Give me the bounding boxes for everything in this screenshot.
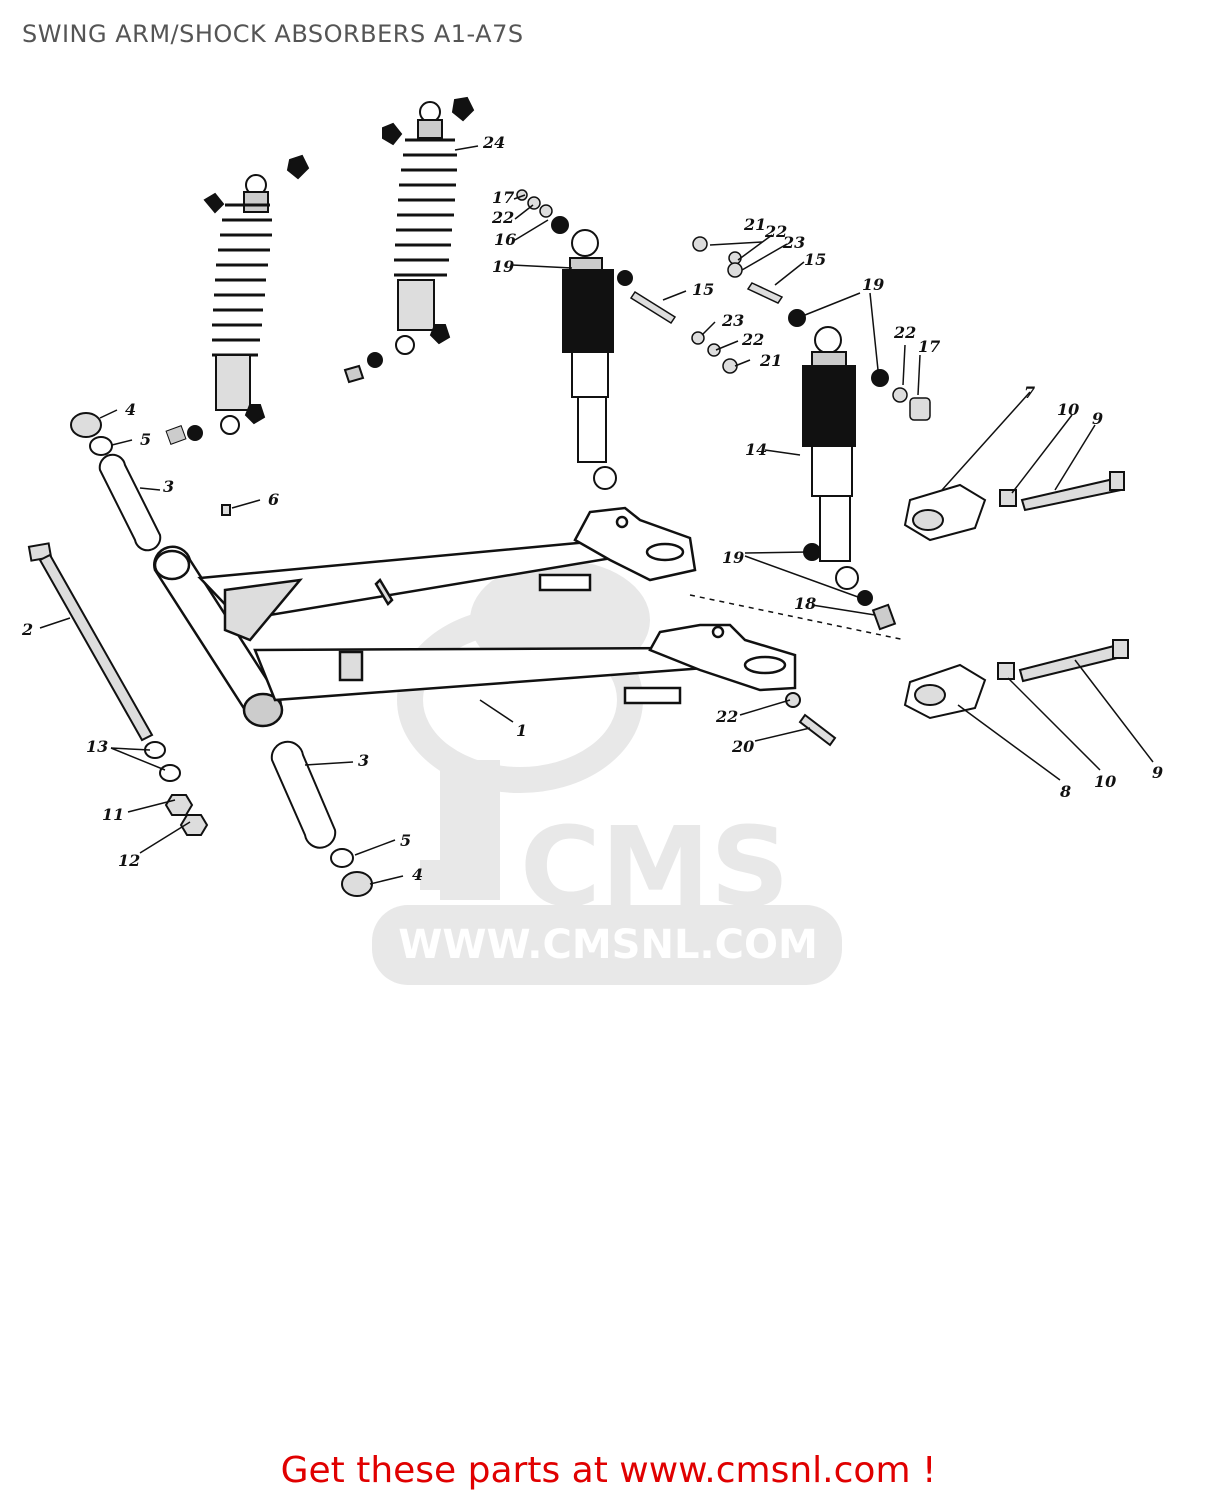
spring-shock-absorber-left [203,154,310,435]
callout-10-upper: 10 [1057,400,1079,419]
callout-1: 1 [516,721,527,740]
callout-labels: 2 4 5 3 6 13 11 12 3 5 4 1 24 17 22 16 1… [21,133,1163,884]
callout-24: 24 [482,133,505,152]
bolt-and-washer [785,692,837,747]
callout-23-center: 23 [721,311,744,330]
shrouded-shock-absorber-center [551,216,633,490]
footer-link-banner[interactable]: Get these parts at www.cmsnl.com ! [0,1450,1217,1491]
callout-9-lower: 9 [1152,763,1163,782]
callout-5-lower: 5 [400,831,411,850]
callout-5-upper: 5 [140,430,151,449]
watermark: CMS WWW.CMSNL.COM [372,560,842,985]
callout-4-upper: 4 [125,400,136,419]
leader-lines [39,145,1154,885]
pivot-bolt [27,542,154,742]
callout-10-lower: 10 [1094,772,1116,791]
callout-7: 7 [1024,383,1035,402]
callout-6: 6 [268,490,279,509]
callout-21-top: 21 [743,215,766,234]
reference-dashed-line [689,594,906,641]
callout-11: 11 [102,805,124,824]
callout-19-right: 19 [862,275,884,294]
callout-22-left: 22 [491,208,514,227]
pivot-bushings [70,412,373,897]
callout-15-center: 15 [692,280,714,299]
callout-18: 18 [794,594,816,613]
callout-22-top: 22 [764,222,787,241]
callout-13: 13 [86,737,108,756]
callout-9-upper: 9 [1092,409,1103,428]
spring-shock-absorber-right [343,96,475,384]
callout-20: 20 [731,737,754,756]
watermark-url-text: WWW.CMSNL.COM [398,922,818,968]
callout-16: 16 [494,230,516,249]
callout-15-top: 15 [804,250,826,269]
callout-23-top: 23 [782,233,805,252]
callout-8: 8 [1059,782,1071,801]
callout-2: 2 [21,620,33,639]
callout-17-right: 17 [918,337,940,356]
callout-22-center: 22 [741,330,764,349]
callout-19-left: 19 [492,257,514,276]
callout-22-right: 22 [893,323,916,342]
swing-arm [153,506,797,728]
callout-4-lower: 4 [412,865,423,884]
callout-21-center: 21 [759,351,782,370]
get-parts-link[interactable]: Get these parts at www.cmsnl.com ! [280,1450,937,1491]
callout-3-upper: 3 [163,477,174,496]
shock-mount-hardware [516,189,931,421]
watermark-url-pill [372,905,842,985]
callout-3-lower: 3 [358,751,369,770]
callout-17-left: 17 [492,188,514,207]
callout-12: 12 [118,851,140,870]
callout-14: 14 [745,440,767,459]
chain-adjusters [903,471,1129,720]
callout-22-lower: 22 [715,707,738,726]
shrouded-shock-absorber-right [788,309,897,631]
page-title: SWING ARM/SHOCK ABSORBERS A1-A7S [22,20,524,48]
callout-19-lower: 19 [722,548,744,567]
